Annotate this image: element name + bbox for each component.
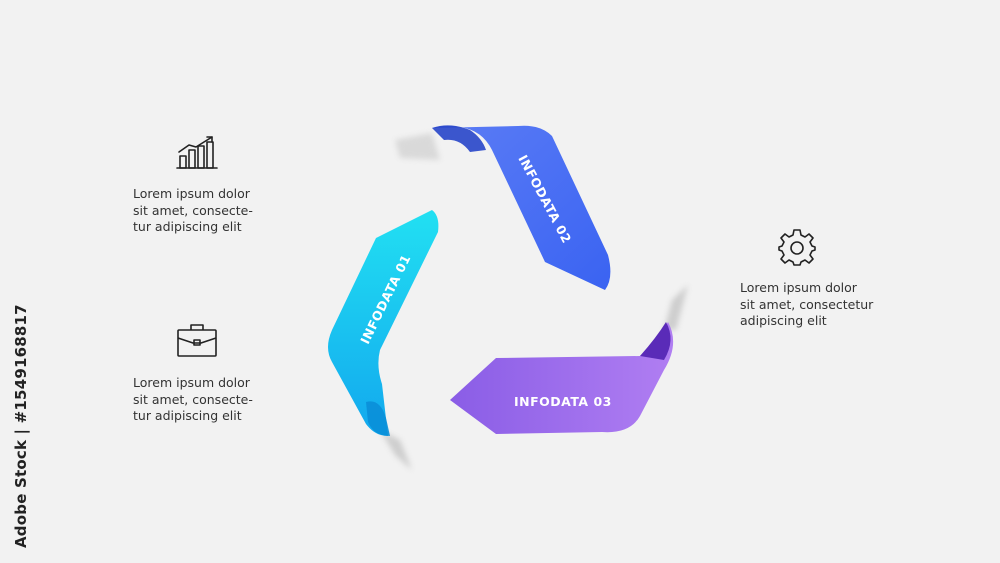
info-text-line: sit amet, consecte-: [133, 202, 253, 218]
stock-id-label: Adobe Stock | #1549168817: [12, 304, 30, 548]
info-text-line: sit amet, consecte-: [133, 391, 253, 407]
info-text-line: Lorem ipsum dolor: [740, 280, 857, 295]
ribbon-01-fold: [366, 401, 390, 436]
ribbon-02-shadow: [395, 133, 440, 160]
ribbon-01-shadow: [380, 430, 412, 470]
ribbon-01: INFODATA 01: [328, 210, 439, 436]
info-text-line: tur adipiscing elit: [133, 219, 242, 234]
info-block-3: Lorem ipsum dolor sit amet, consectetur …: [740, 280, 873, 330]
info-block-1: Lorem ipsum dolor sit amet, consecte- tu…: [133, 186, 253, 236]
info-text-line: Lorem ipsum dolor: [133, 186, 250, 201]
ribbon-03-band: [450, 322, 674, 434]
info-text-line: adipiscing elit: [740, 313, 827, 328]
info-text-line: sit amet, consectetur: [740, 296, 874, 312]
ribbon-03-shadow: [664, 285, 688, 330]
briefcase-icon: [177, 324, 217, 357]
ribbon-03: INFODATA 03: [450, 322, 674, 434]
gear-icon: [778, 229, 816, 266]
ribbon-02: INFODATA 02: [432, 125, 611, 290]
ribbon-02-band: [432, 125, 611, 290]
info-text-line: Lorem ipsum dolor: [133, 375, 250, 390]
info-block-2: Lorem ipsum dolor sit amet, consecte- tu…: [133, 375, 253, 425]
bar-chart-growth-icon: [176, 136, 218, 169]
ribbon-03-fold: [640, 322, 671, 360]
info-text-line: tur adipiscing elit: [133, 408, 242, 423]
ribbon-01-band: [328, 210, 439, 436]
ribbon-02-fold: [432, 125, 486, 152]
ribbon-03-label: INFODATA 03: [514, 394, 612, 409]
